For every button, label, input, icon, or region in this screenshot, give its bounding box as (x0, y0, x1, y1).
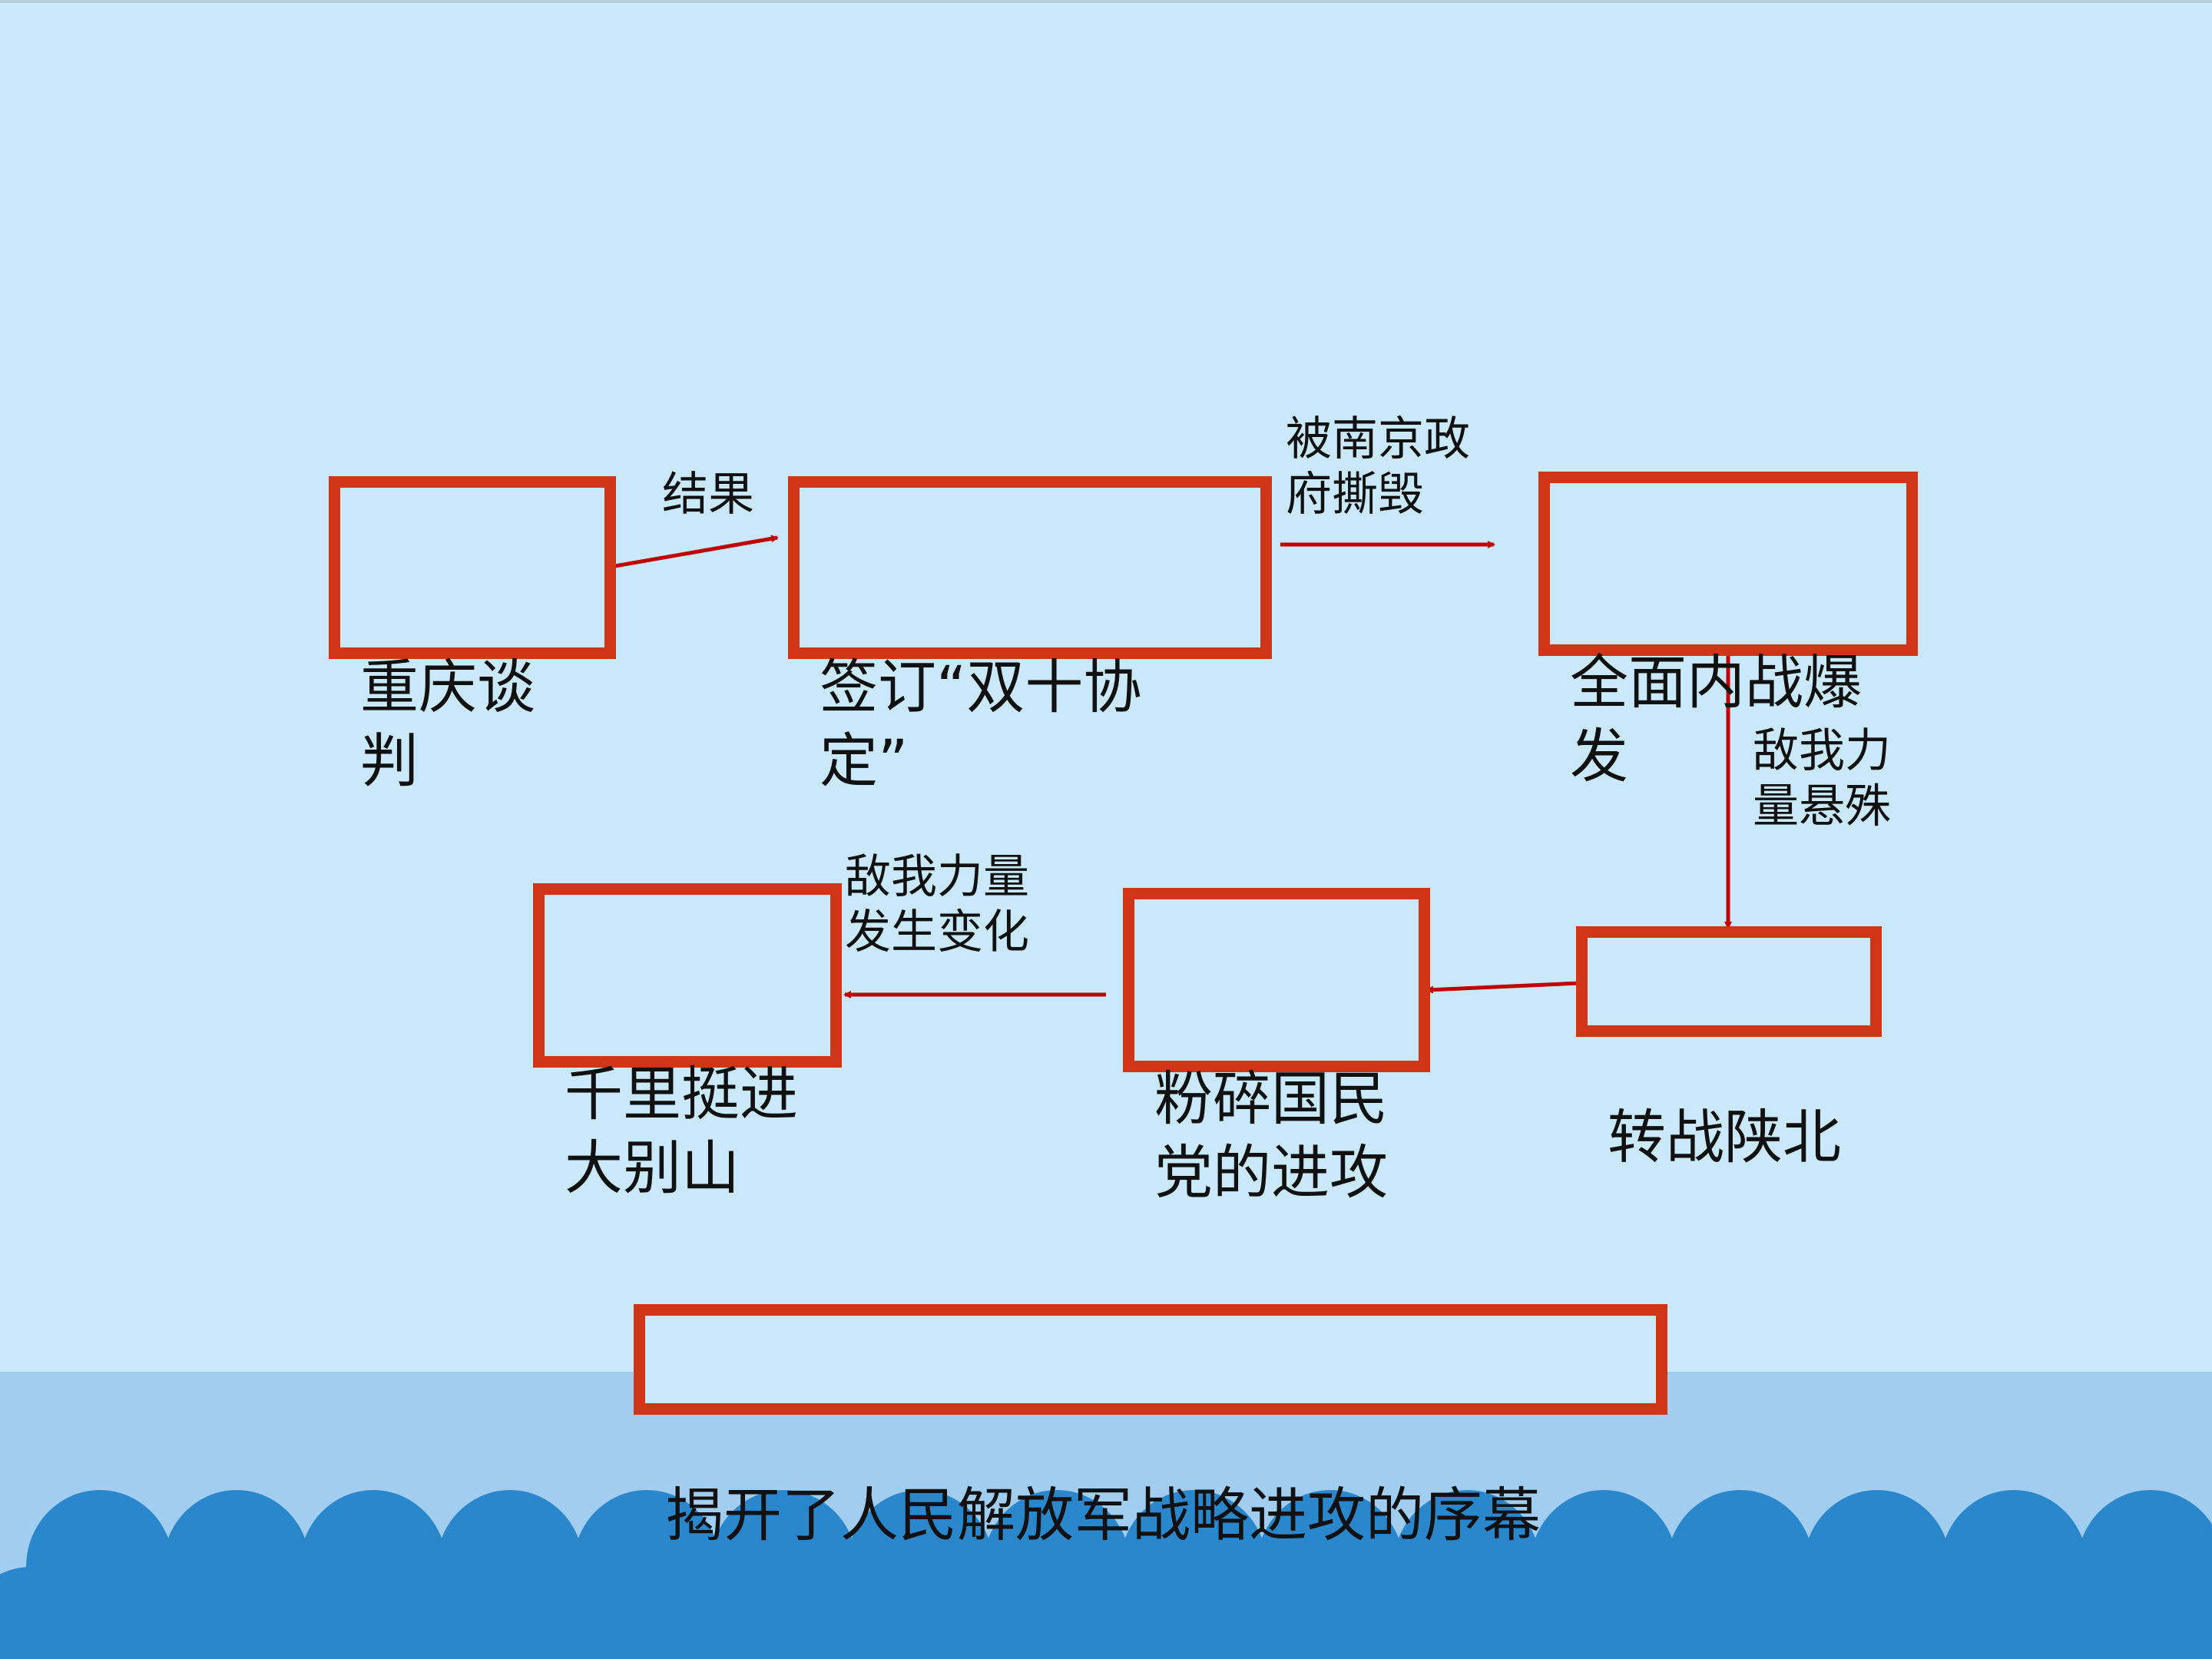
wave-scallop (231, 1567, 379, 1659)
wave-scallop (915, 1567, 1062, 1659)
wave-scallop (2008, 1567, 2156, 1659)
top-divider (0, 0, 2212, 3)
box-double-tenth-agreement: 签订“双十协 定” (788, 476, 1272, 795)
box-civil-war-outbreak: 全面内战爆 发 (1538, 472, 1918, 790)
wave-scallop (1188, 1567, 1336, 1659)
wave-scallop (1051, 1567, 1199, 1659)
label-power-disparity: 敌我力 量悬殊 (1753, 724, 1891, 833)
wave-scallop (94, 1567, 242, 1659)
label-torn-up-by-nanjing: 被南京政 府撕毁 (1286, 412, 1470, 522)
wave-scallop (505, 1567, 652, 1659)
box-shuangshi-text: 签订“双十协 定” (820, 653, 1142, 795)
box-dabie-mountains: 千里挺进 大别山 (533, 883, 842, 1202)
box-chongqing-negotiation: 重庆谈 判 (329, 476, 616, 795)
wave-scallop (1735, 1567, 1883, 1659)
wave-scallop (641, 1567, 789, 1659)
box-fensui-text: 粉碎国民 党的进攻 (1154, 1065, 1388, 1207)
box-northern-shaanxi: 转战陕北 (1576, 926, 1882, 1171)
box-strategic-offensive-prelude: 揭开了人民解放军战略进攻的序幕 (634, 1304, 1667, 1549)
label-result: 结果 (662, 468, 754, 522)
wave-scallop (368, 1567, 515, 1659)
box-dabieshan-text: 千里挺进 大别山 (565, 1060, 798, 1202)
box-crush-kmt-offensive: 粉碎国民 党的进攻 (1123, 888, 1430, 1207)
box-shanbei-text: 转战陕北 (1608, 1103, 1841, 1171)
wave-scallop (1872, 1567, 2019, 1659)
wave-scallop (778, 1567, 926, 1659)
wave-scallop (1598, 1567, 1746, 1659)
wave-scallop (2145, 1567, 2212, 1659)
wave-scallop (0, 1567, 105, 1659)
box-neizhan-text: 全面内战爆 发 (1570, 648, 1862, 790)
label-power-shift: 敌我力量 发生变化 (845, 850, 1029, 959)
wave-decoration (0, 1490, 2212, 1659)
arrow-chongqing-to-shuangshi (610, 535, 779, 569)
wave-scallop (1325, 1567, 1472, 1659)
box-xumu-text: 揭开了人民解放军战略进攻的序幕 (665, 1481, 1541, 1549)
box-chongqing-text: 重庆谈 判 (360, 653, 535, 795)
arrow-shanbei-to-fensui (1426, 981, 1581, 994)
wave-scallop (1462, 1567, 1609, 1659)
